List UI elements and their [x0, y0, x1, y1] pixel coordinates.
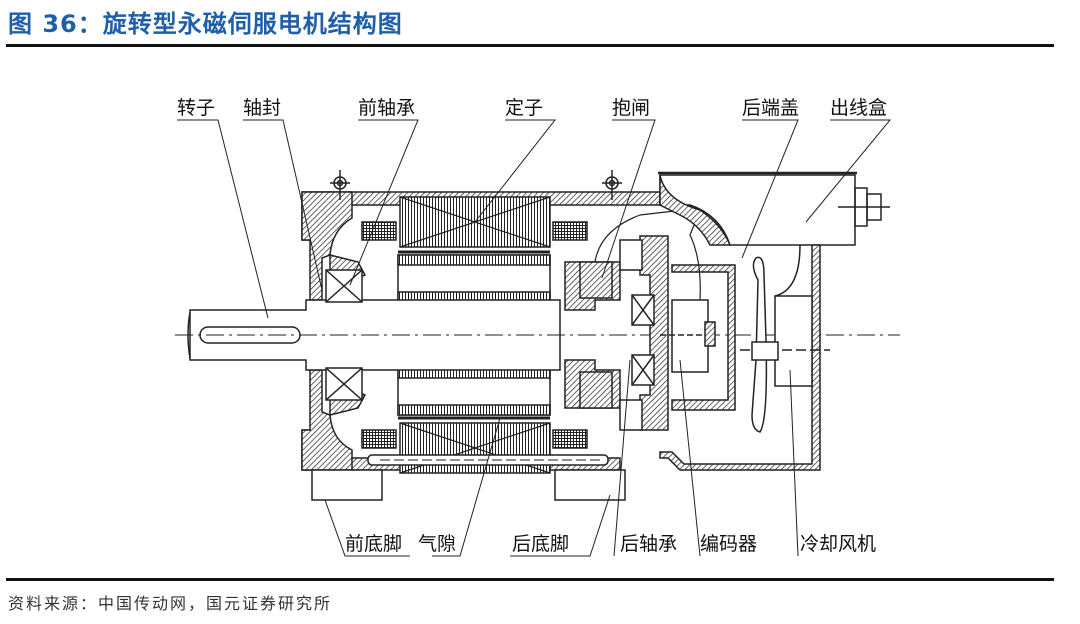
figure-title: 图 36：旋转型永磁伺服电机结构图 — [8, 10, 403, 38]
label-shaft-seal: 轴封 — [243, 97, 281, 119]
rear-foot-part — [554, 469, 626, 501]
source-note: 资料来源：中国传动网，国元证券研究所 — [8, 594, 333, 613]
label-brake: 抱闸 — [612, 97, 650, 119]
end-turn-rear-bottom — [552, 429, 588, 449]
label-junction-box: 出线盒 — [830, 97, 887, 119]
label-air-gap: 气隙 — [418, 533, 456, 555]
end-turn-front-bottom — [361, 429, 397, 449]
front-bearing-part — [325, 269, 363, 401]
leader-lines — [177, 119, 892, 557]
label-rear-bearing: 后轴承 — [620, 533, 677, 555]
label-rotor: 转子 — [177, 97, 215, 119]
cable-encoder — [689, 209, 701, 301]
junction-box-part — [658, 171, 890, 246]
title-divider — [6, 44, 1054, 47]
cooling-fan-part — [751, 256, 779, 433]
source-divider — [6, 578, 1054, 581]
end-turn-front-top — [361, 221, 397, 241]
lifting-eye-front — [330, 170, 350, 200]
rear-end-shield — [619, 235, 669, 431]
label-front-bearing: 前轴承 — [358, 97, 415, 119]
rear-bearing-part — [631, 294, 655, 386]
label-rear-end-cover: 后端盖 — [742, 97, 799, 119]
brake-part — [564, 261, 621, 409]
label-stator: 定子 — [505, 97, 543, 119]
end-turn-rear-top — [552, 221, 588, 241]
label-encoder: 编码器 — [700, 533, 757, 555]
label-front-foot: 前底脚 — [345, 533, 402, 555]
front-foot-part — [311, 469, 383, 501]
encoder-part — [660, 264, 736, 411]
cable-brake — [594, 207, 701, 263]
label-rear-foot: 后底脚 — [512, 533, 569, 555]
fan-cowl — [659, 244, 830, 471]
label-cooling-fan: 冷却风机 — [800, 533, 876, 555]
lifting-eye-rear — [602, 170, 622, 200]
